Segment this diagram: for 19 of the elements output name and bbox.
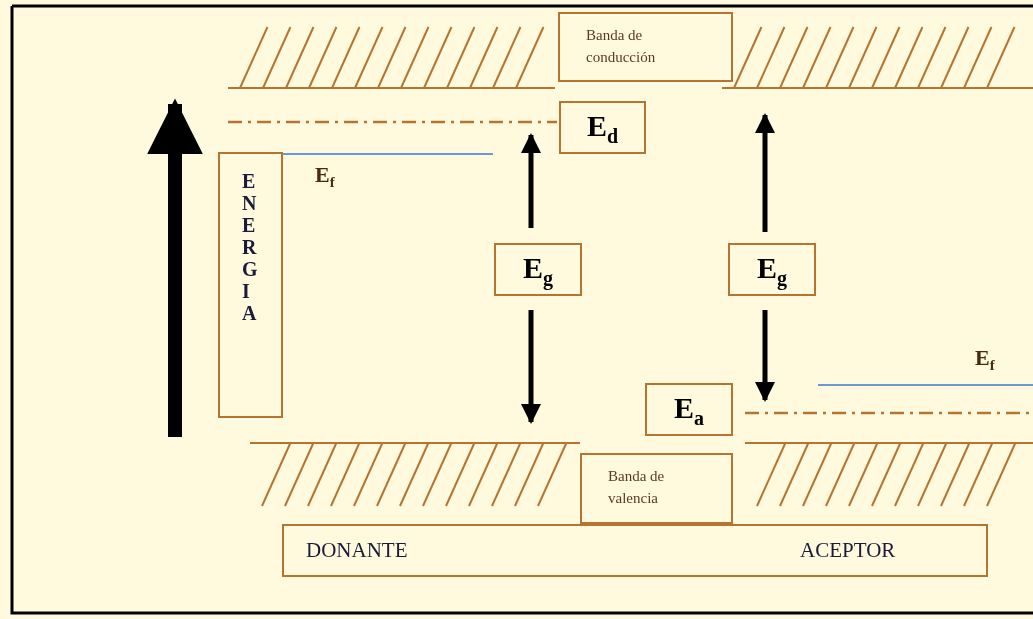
level-box: [645, 383, 733, 436]
energy-symbol: E$_{g}$: [756, 251, 788, 290]
type-label-box: [282, 524, 988, 577]
label-text: Banda de valencia: [608, 467, 666, 508]
fermi-level-label: E$_{f}$: [975, 345, 995, 375]
level-box: [559, 101, 646, 154]
energy-symbol: E$_{a}$: [673, 391, 705, 430]
fermi-level-label: E$_{f}$: [315, 162, 335, 192]
gap-label-box: [728, 243, 816, 296]
axis-label-box: [218, 152, 283, 418]
label-text: DONANTE: [306, 538, 408, 563]
label-text: Banda de conducción: [586, 26, 657, 67]
gap-label-box: [494, 243, 582, 296]
energy-symbol: E$_{d}$: [585, 109, 620, 148]
band-label-box: [558, 12, 733, 82]
label-text: ACEPTOR: [800, 538, 896, 563]
energy-symbol: E$_{g}$: [522, 251, 554, 290]
band-label-box: [580, 453, 733, 524]
label-text: ENERGIA: [242, 170, 259, 324]
